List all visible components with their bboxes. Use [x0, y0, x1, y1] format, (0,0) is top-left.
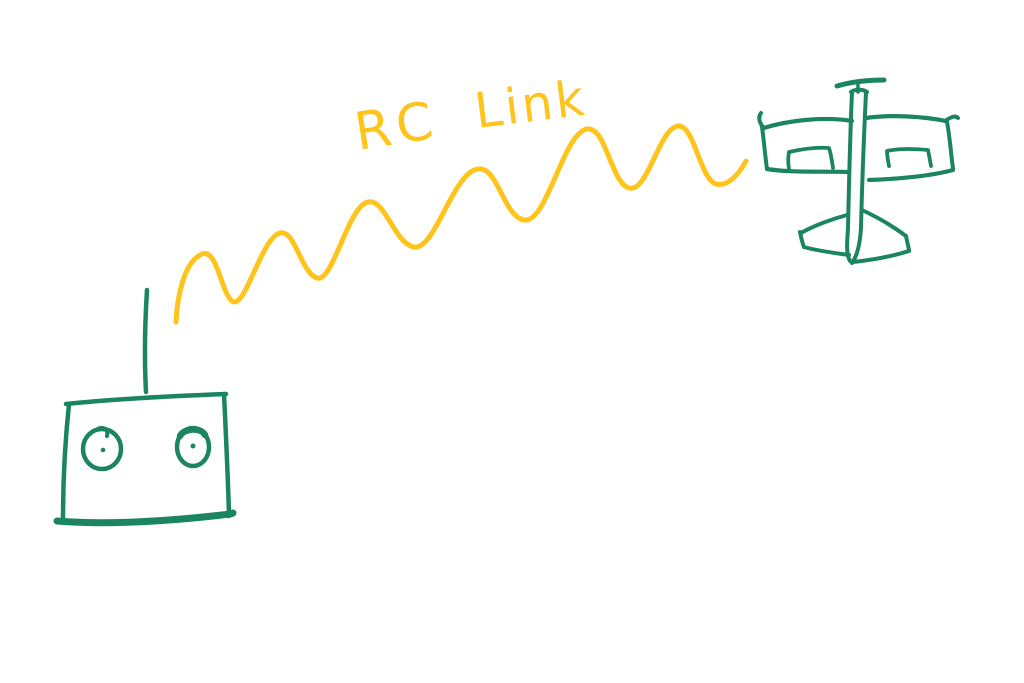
transmitter-box-top: [63, 391, 229, 407]
airplane-sketch: [757, 77, 960, 265]
right-wing-trailing-edge: [866, 167, 956, 183]
tail-left-leading-edge: [799, 213, 849, 235]
right-wingtip-edge: [945, 120, 955, 171]
transmitter-antenna: [142, 287, 150, 395]
tail-left-tip-edge: [798, 230, 806, 249]
left-aileron-notch: [786, 145, 835, 171]
transmitter-box-left: [60, 401, 72, 522]
left-wing-leading-edge: [761, 116, 855, 131]
propeller: [834, 77, 887, 89]
fuselage-left-line: [845, 90, 854, 263]
tail-right-leading-edge: [860, 208, 908, 238]
rc-label-text: RC: [351, 90, 445, 163]
tail-left-trailing-edge: [802, 245, 851, 257]
transmitter-box-right: [221, 391, 232, 519]
tail-right-trailing-edge: [851, 249, 911, 264]
radio-wave-line: [173, 123, 749, 325]
right-stick-dot: [190, 443, 196, 449]
rc-transmitter-sketch: [53, 287, 237, 527]
left-wing-trailing-edge: [764, 166, 852, 175]
left-wingtip-edge: [760, 125, 769, 171]
right-stick-top-arc: [176, 426, 209, 440]
link-label-text: Link: [472, 70, 590, 140]
rc-link-label: RC Link: [351, 70, 590, 163]
tail-right-tip-edge: [904, 234, 911, 252]
right-wing-leading-edge: [863, 114, 949, 124]
right-aileron-notch: [885, 147, 933, 168]
transmitter-box-bottom: [53, 509, 237, 527]
left-stick-loop: [94, 426, 110, 438]
rc-link-wave: [173, 123, 749, 325]
right-wingtip-spur: [943, 114, 960, 123]
fuselage-right-line: [850, 90, 868, 265]
left-stick-dot: [100, 447, 106, 453]
